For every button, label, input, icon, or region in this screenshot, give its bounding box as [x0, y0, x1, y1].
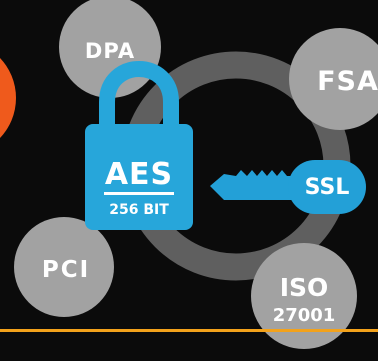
iso-label-line1: ISO — [280, 273, 329, 302]
fsa-badge: FSA — [289, 28, 378, 130]
iso-badge: ISO 27001 — [251, 243, 357, 349]
fsa-label: FSA — [317, 66, 378, 97]
lock-subtitle: 256 BIT — [109, 202, 169, 218]
pci-badge: PCI — [14, 217, 114, 317]
dpa-label: DPA — [85, 39, 135, 63]
key-icon: SSL — [210, 160, 366, 214]
orange-badge-partial — [0, 58, 16, 138]
iso-label-line2: 27001 — [273, 305, 336, 326]
pci-label: PCI — [42, 257, 90, 283]
lock-title: AES — [105, 157, 173, 192]
lock-divider — [104, 192, 174, 195]
key-label: SSL — [305, 175, 350, 200]
padlock-icon: AES 256 BIT — [85, 61, 193, 230]
footer-divider — [0, 329, 378, 332]
